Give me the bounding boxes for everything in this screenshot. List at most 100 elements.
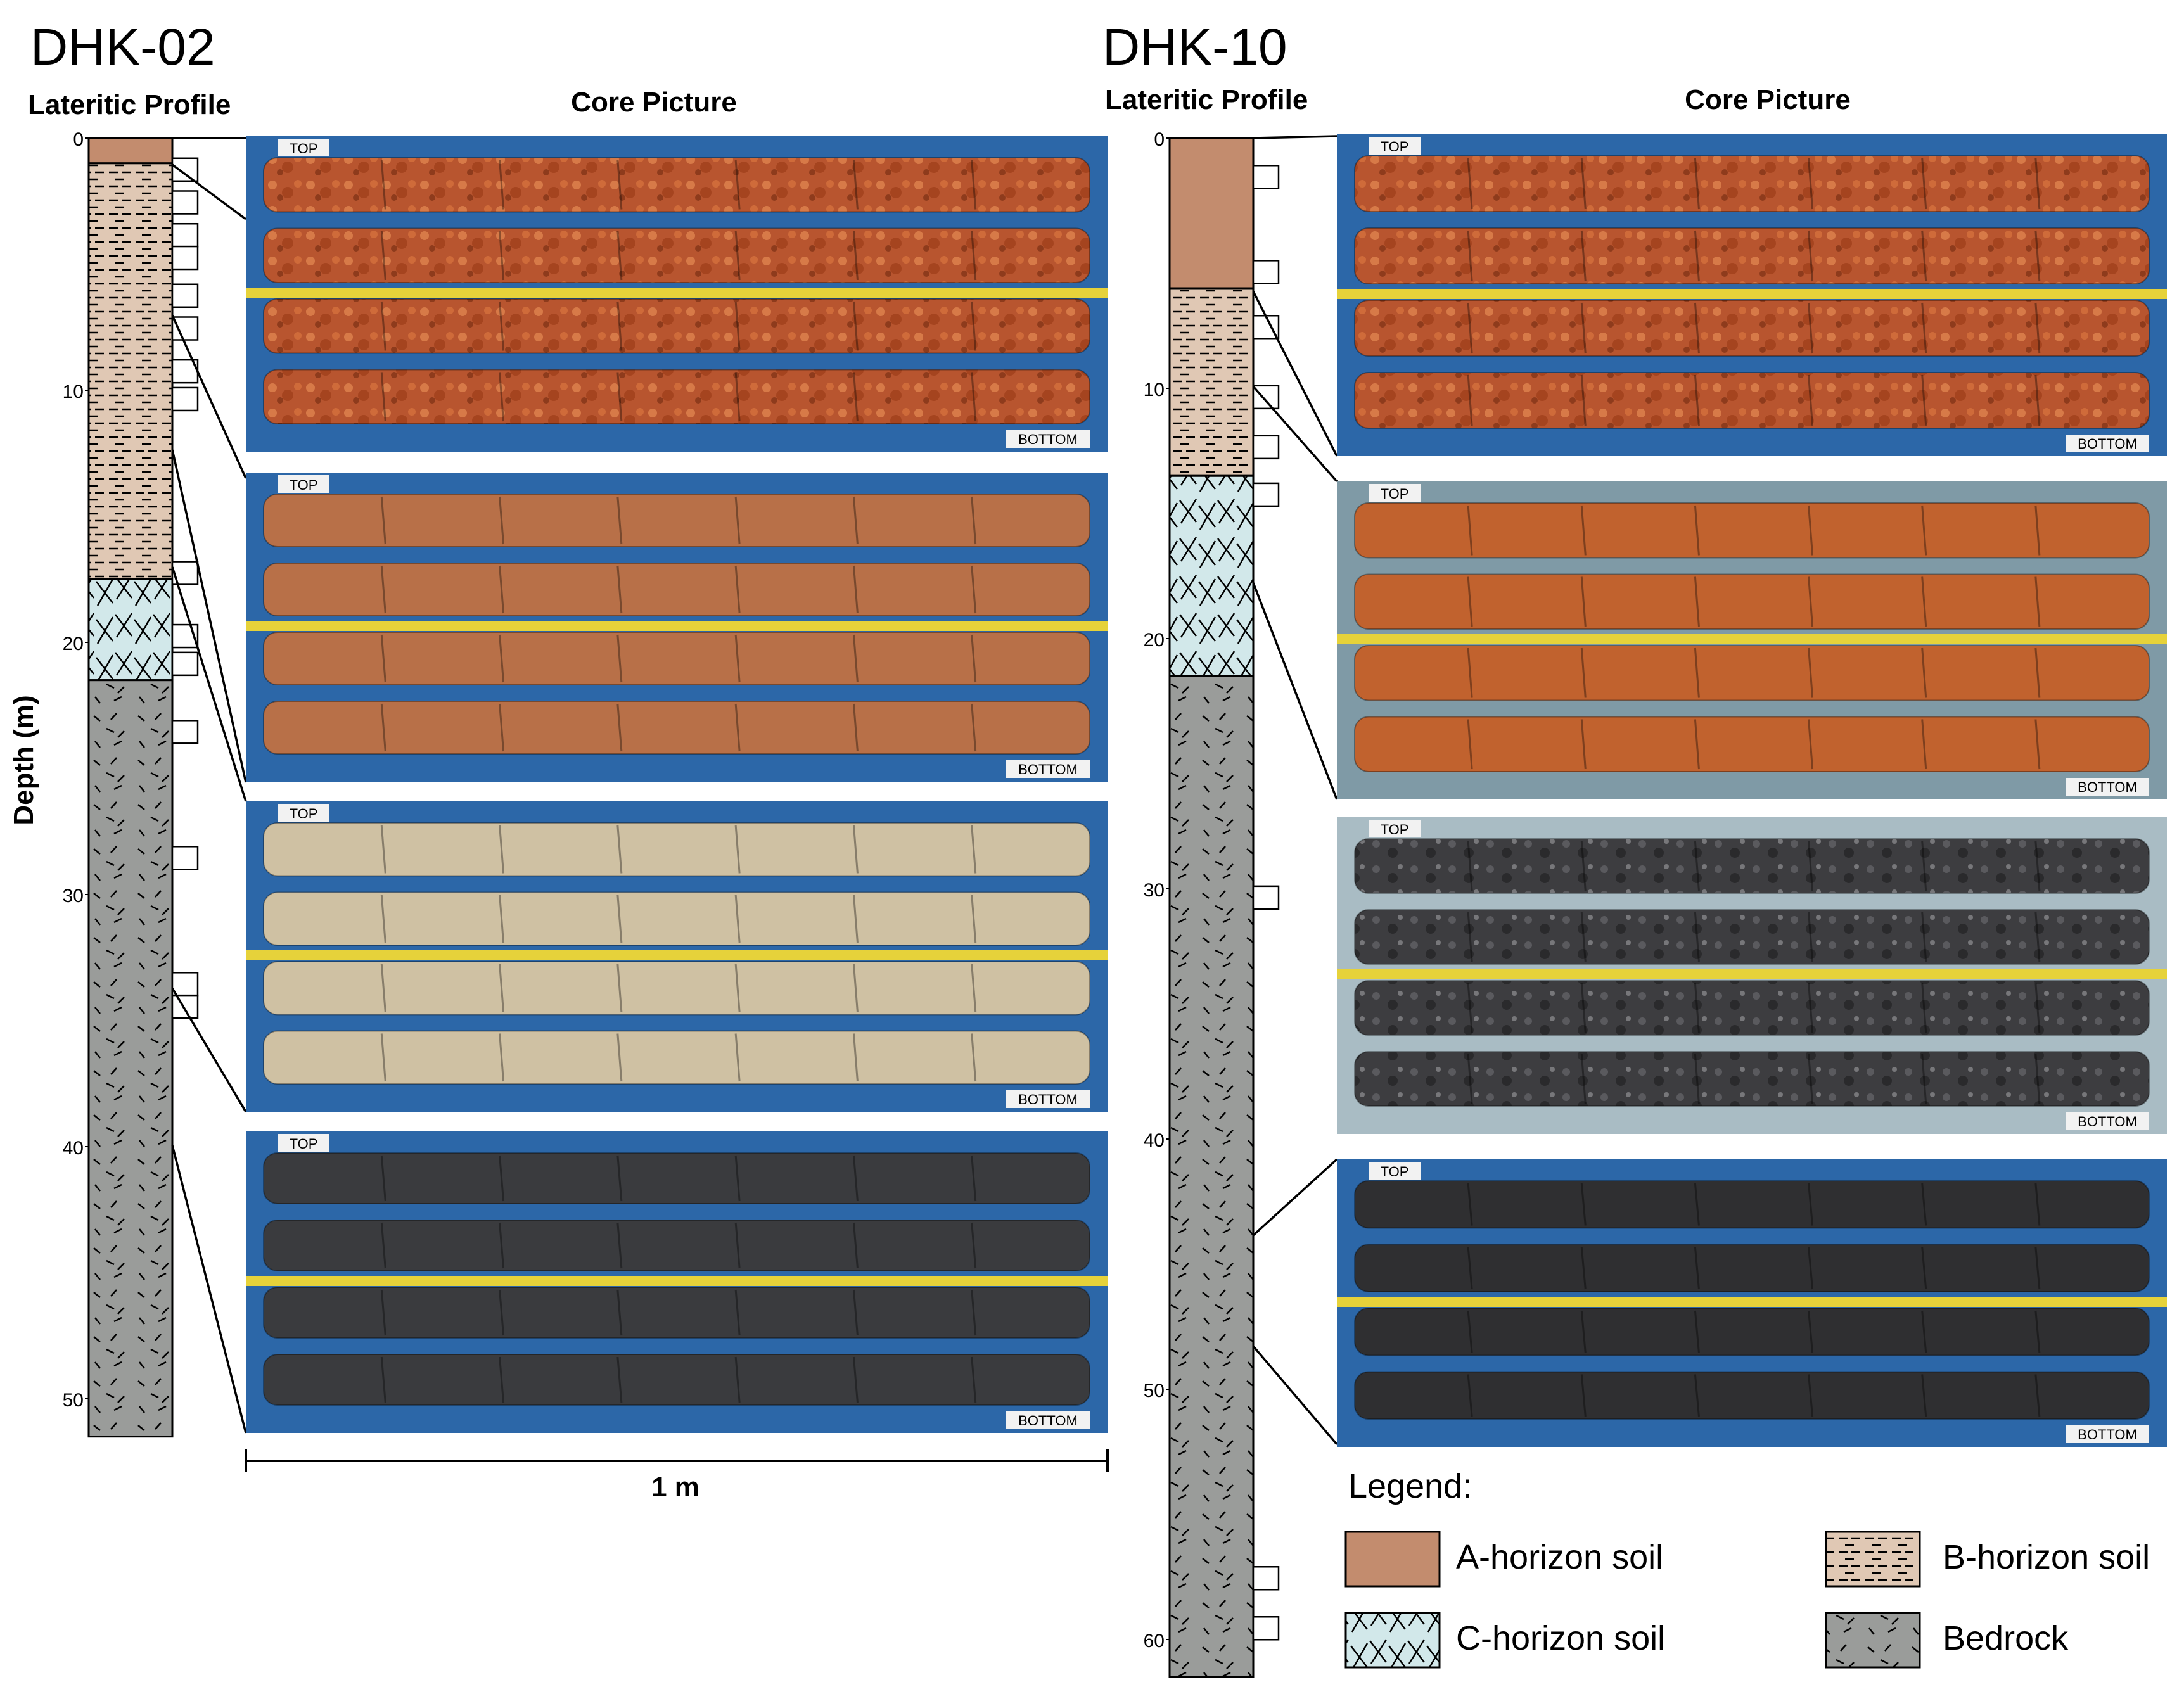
core-break: [1580, 576, 1587, 627]
bottom-tag-text: BOTTOM: [2078, 1114, 2137, 1130]
left-sample-marker: [171, 190, 199, 215]
core-break: [380, 496, 386, 545]
measuring-tape: [1337, 1297, 2167, 1307]
core-break: [1808, 505, 1814, 556]
core-break: [1694, 302, 1700, 354]
core-break: [734, 703, 741, 752]
core-break: [499, 1155, 505, 1202]
left-sample-marker: [171, 386, 199, 412]
left-sample-markers: [171, 157, 199, 1019]
core-break: [2034, 1374, 2041, 1417]
core-break: [971, 1155, 977, 1202]
core-break: [1580, 841, 1587, 891]
core-sample-row: [263, 563, 1090, 616]
left-layer-b-horizon: [87, 162, 174, 580]
core-break: [1921, 576, 1927, 627]
core-break: [1467, 505, 1473, 556]
core-break: [380, 1033, 386, 1082]
core-break: [1921, 505, 1927, 556]
core-sample-row: [263, 632, 1090, 685]
core-break: [2034, 719, 2041, 770]
core-break: [734, 301, 741, 351]
core-sample-row: [1354, 502, 2150, 559]
core-break: [2034, 647, 2041, 698]
core-sample-row: [263, 1152, 1090, 1204]
core-break: [1921, 302, 1927, 354]
top-tag: [1369, 484, 1421, 502]
core-break: [852, 496, 859, 545]
core-break: [499, 372, 505, 422]
right-depth-tick-label: 50: [1144, 1380, 1165, 1401]
core-break: [499, 1289, 505, 1336]
core-break: [1580, 505, 1587, 556]
core-break: [852, 372, 859, 422]
core-break: [2034, 983, 2041, 1033]
left-depth-tick-label: 30: [63, 886, 84, 907]
core-break: [616, 372, 623, 422]
core-break: [2034, 374, 2041, 426]
measuring-tape: [246, 950, 1108, 960]
core-break: [1580, 1310, 1587, 1353]
core-break: [852, 301, 859, 351]
core-break: [971, 160, 977, 210]
left-core-label: Core Picture: [571, 87, 737, 118]
legend-swatch-b-horizon: [1825, 1531, 1921, 1588]
legend-label-b-horizon: B-horizon soil: [1943, 1538, 2150, 1576]
left-sample-marker: [171, 720, 199, 744]
core-break: [1580, 1247, 1587, 1290]
right-sample-marker: [1252, 482, 1280, 507]
core-sample-row: [1354, 372, 2150, 429]
core-sample-row: [1354, 980, 2150, 1036]
core-break: [852, 565, 859, 614]
right-profile-label: Lateritic Profile: [1105, 84, 1308, 115]
core-break: [1467, 158, 1473, 210]
right-core-label: Core Picture: [1685, 84, 1851, 115]
bottom-tag: [2066, 1425, 2149, 1443]
left-sample-marker: [171, 283, 199, 309]
legend-label-c-horizon: C-horizon soil: [1456, 1619, 1665, 1657]
core-break: [852, 634, 859, 683]
measuring-tape: [1337, 969, 2167, 979]
core-break: [852, 895, 859, 943]
core-break: [1467, 983, 1473, 1033]
top-tag-text: TOP: [290, 806, 318, 822]
core-sample-row: [1354, 838, 2150, 894]
core-break: [1808, 1374, 1814, 1417]
core-break: [1580, 1374, 1587, 1417]
right-sample-marker: [1252, 1566, 1280, 1591]
left-profile-label: Lateritic Profile: [28, 89, 231, 120]
bottom-tag-text: BOTTOM: [2078, 436, 2137, 452]
core-break: [616, 1222, 623, 1269]
core-break: [1808, 1054, 1814, 1104]
core-break: [499, 160, 505, 210]
core-break: [1580, 1054, 1587, 1104]
core-break: [499, 703, 505, 752]
core-break: [380, 1356, 386, 1403]
core-sample-row: [1354, 1244, 2150, 1292]
core-break: [1808, 576, 1814, 627]
core-break: [2034, 1310, 2041, 1353]
left-sample-marker: [171, 846, 199, 870]
core-break: [1580, 302, 1587, 354]
core-break: [1467, 576, 1473, 627]
left-sample-marker: [171, 972, 199, 997]
core-break: [1580, 158, 1587, 210]
core-break: [1694, 912, 1700, 962]
core-sample-row: [1354, 300, 2150, 357]
legend-swatch-a-horizon: [1344, 1531, 1441, 1588]
top-tag: [278, 475, 329, 493]
core-break: [1580, 647, 1587, 698]
core-break: [1921, 1310, 1927, 1353]
top-tag: [278, 804, 329, 822]
bottom-tag: [2066, 435, 2149, 452]
right-depth-tick-label: 60: [1144, 1631, 1165, 1652]
core-sample-row: [1354, 155, 2150, 212]
right-well-title: DHK-10: [1102, 18, 1287, 76]
right-depth-tick-label: 20: [1144, 630, 1165, 651]
core-break: [1467, 1374, 1473, 1417]
bottom-tag: [2066, 778, 2149, 796]
core-break: [1921, 912, 1927, 962]
core-sample-row: [263, 822, 1090, 877]
bottom-tag: [1006, 1411, 1090, 1429]
